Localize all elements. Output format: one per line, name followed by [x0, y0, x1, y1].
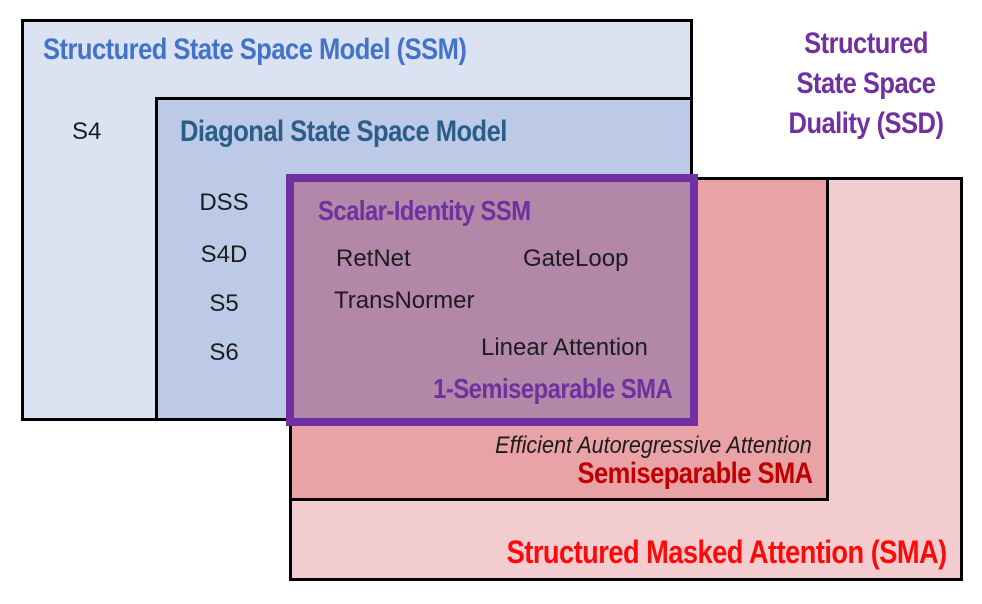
ssd-heading-line1: Structured — [804, 27, 928, 60]
efficient-autoregressive-note: Efficient Autoregressive Attention — [495, 432, 812, 459]
ssd-heading-line3: Duality (SSD) — [788, 107, 944, 140]
overlap-item-gateloop: GateLoop — [523, 245, 629, 272]
overlap-item-linear-attention: Linear Attention — [481, 334, 648, 361]
ssm-item-s4: S4 — [72, 118, 102, 145]
diagonal-item-s4d: S4D — [200, 241, 248, 268]
diagonal-item-s5: S5 — [209, 290, 239, 317]
ssd-heading-line2: State Space — [796, 67, 936, 100]
ssm-title: Structured State Space Model (SSM) — [43, 33, 467, 66]
sma-title: Structured Masked Attention (SMA) — [506, 534, 948, 570]
scalar-identity-title: Scalar-Identity SSM — [318, 195, 531, 226]
diagonal-ssm-title: Diagonal State Space Model — [180, 115, 507, 148]
semiseparable-sma-title: Semiseparable SMA — [577, 457, 814, 490]
ssd-heading: Structured State Space Duality (SSD) — [767, 24, 964, 144]
overlap-item-transnormer: TransNormer — [334, 287, 475, 314]
scalar-identity-overlap-box — [286, 174, 698, 426]
diagonal-item-dss: DSS — [199, 189, 249, 216]
one-semiseparable-sma-label: 1-Semiseparable SMA — [433, 373, 673, 404]
overlap-item-retnet: RetNet — [336, 245, 411, 272]
diagonal-item-s6: S6 — [209, 339, 239, 366]
